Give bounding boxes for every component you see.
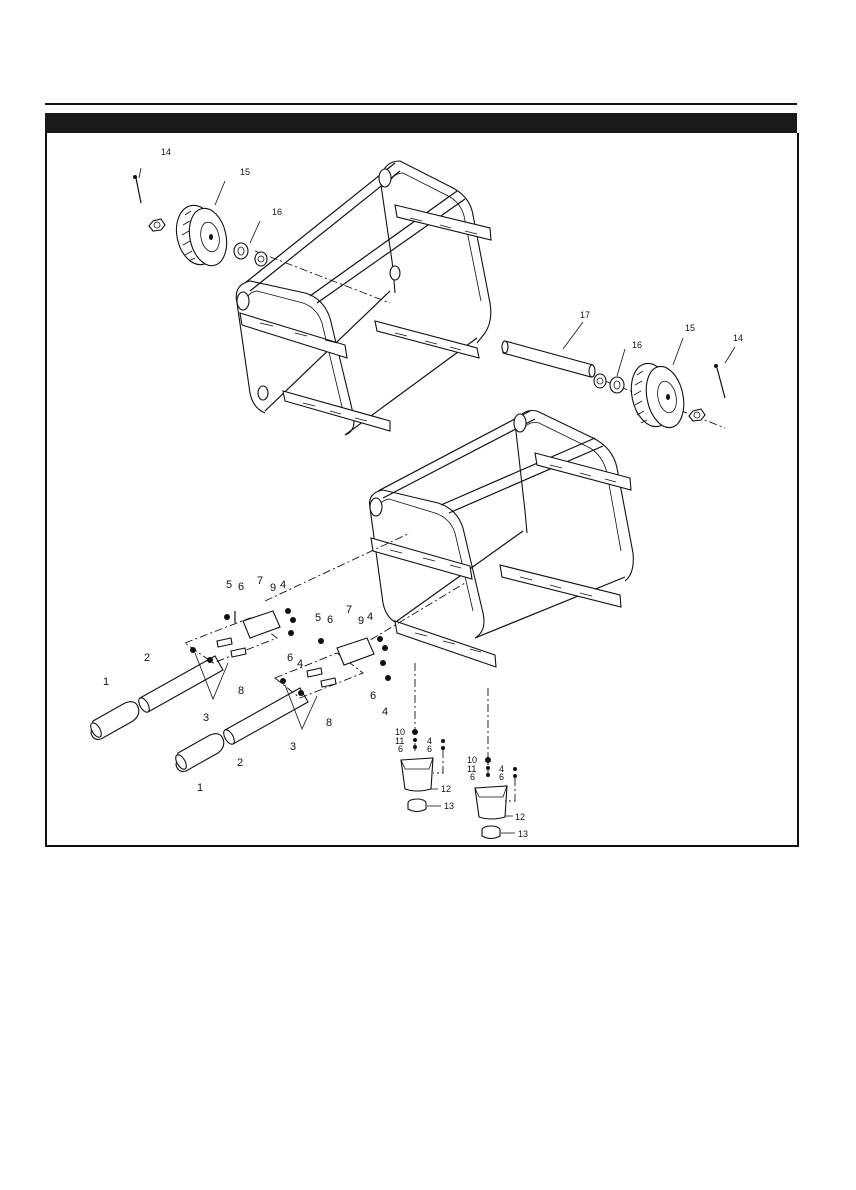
callout-9-b: 9	[358, 615, 364, 627]
callout-7-a: 7	[257, 575, 263, 587]
callout-4-a: 4	[280, 579, 286, 591]
callout-13-a: 13	[444, 801, 454, 811]
callout-3-b: 3	[290, 741, 296, 753]
top-frame	[235, 160, 492, 436]
callout-6-e: 6	[398, 744, 403, 754]
callout-6-c: 6	[327, 614, 333, 626]
callout-14-left: 14	[161, 147, 171, 157]
callout-13-b: 13	[518, 829, 528, 839]
axle	[501, 340, 596, 378]
callout-labels: 14 15 16 17 15 16 14 5 6 7 9 4 6 4 8 3 2…	[103, 147, 743, 839]
callout-4-c: 4	[367, 611, 373, 623]
callout-1-b: 1	[197, 782, 203, 794]
callout-16-right: 16	[632, 340, 642, 350]
handle-assembly-2	[175, 636, 391, 772]
callout-4-e: 4	[427, 736, 432, 746]
callout-4-f: 4	[499, 764, 504, 774]
leader-lines	[138, 167, 736, 834]
callout-3-a: 3	[203, 712, 209, 724]
header-rule	[45, 103, 797, 105]
callout-5-a: 5	[226, 579, 232, 591]
callout-15-left: 15	[240, 167, 250, 177]
callout-12-a: 12	[441, 784, 451, 794]
wheel-left	[175, 204, 228, 267]
callout-17: 17	[580, 310, 590, 320]
callout-10-b: 10	[467, 755, 477, 765]
wheel-right	[630, 362, 685, 429]
foot-assembly-1	[400, 729, 445, 813]
handle-line-1	[264, 532, 411, 602]
callout-14-right: 14	[733, 333, 743, 343]
right-wheel-hardware	[593, 364, 726, 422]
callout-4-b: 4	[297, 658, 303, 670]
callout-2-b: 2	[237, 757, 243, 769]
callout-7-b: 7	[346, 604, 352, 616]
callout-11-b: 11	[467, 764, 476, 774]
callout-6-b: 6	[287, 652, 293, 664]
callout-15-right: 15	[685, 323, 695, 333]
bottom-frame	[368, 409, 634, 668]
callout-6-f: 6	[427, 744, 432, 754]
callout-10-a: 10	[395, 727, 405, 737]
left-wheel-hardware	[133, 175, 268, 267]
callout-11-a: 11	[395, 736, 404, 746]
callout-6-a: 6	[238, 581, 244, 593]
callout-2-a: 2	[144, 652, 150, 664]
callout-4-d: 4	[382, 706, 388, 718]
callout-5-b: 5	[315, 612, 321, 624]
header-bar	[45, 113, 797, 133]
handle-assembly-1	[90, 608, 296, 740]
callout-1-a: 1	[103, 676, 109, 688]
exploded-assembly-diagram: 14 15 16 17 15 16 14 5 6 7 9 4 6 4 8 3 2…	[90, 147, 743, 840]
callout-16-left: 16	[272, 207, 282, 217]
diagram-frame	[45, 133, 799, 847]
callout-6-h: 6	[499, 772, 504, 782]
callout-6-g: 6	[470, 772, 475, 782]
callout-8-a: 8	[238, 685, 244, 697]
callout-6-d: 6	[370, 690, 376, 702]
callout-8-b: 8	[326, 717, 332, 729]
callout-12-b: 12	[515, 812, 525, 822]
foot-assembly-2	[474, 757, 517, 840]
callout-9-a: 9	[270, 582, 276, 594]
handle-line-2	[356, 582, 466, 649]
